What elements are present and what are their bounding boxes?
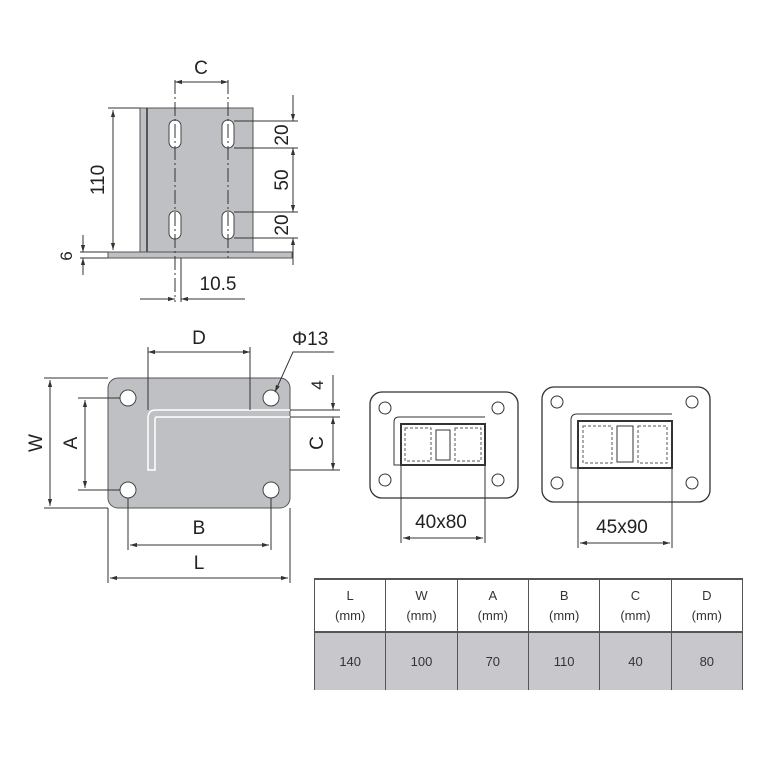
header-w: W(mm) (385, 579, 458, 632)
label-l: L (194, 553, 205, 574)
label-b: B (193, 518, 206, 539)
plan-view: D Φ13 4 C W A B L (26, 328, 340, 583)
mounting-holes (119, 389, 280, 499)
header-b: B(mm) (527, 579, 601, 632)
label-c-plan: C (307, 436, 328, 450)
cell-w: 100 (385, 632, 458, 690)
cell-d: 80 (670, 632, 744, 690)
table-header-row: L(mm) W(mm) A(mm) B(mm) C(mm) D(mm) (313, 579, 744, 632)
offset-10-5: 10.5 (200, 274, 237, 295)
header-c: C(mm) (599, 579, 672, 632)
dimension-table: L(mm) W(mm) A(mm) B(mm) C(mm) D(mm) 140 … (313, 578, 744, 690)
cell-a: 70 (456, 632, 529, 690)
header-d: D(mm) (670, 579, 744, 632)
label-d: D (192, 328, 206, 349)
profile-label-40x80: 40x80 (415, 512, 467, 533)
table-row: 140 100 70 110 40 80 (313, 632, 744, 690)
vertical-plate (139, 107, 254, 253)
hole-diameter: Φ13 (292, 329, 328, 350)
profile-label-45x90: 45x90 (596, 517, 648, 538)
side-view: C 110 6 10.5 20 50 20 (57, 58, 298, 302)
label-a: A (61, 436, 82, 449)
cell-b: 110 (527, 632, 601, 690)
dim-4: 4 (308, 380, 327, 389)
label-c: C (194, 58, 208, 79)
thickness-6: 6 (57, 251, 76, 260)
label-w: W (26, 434, 47, 452)
dim-top-20: 20 (272, 124, 293, 145)
dim-middle-50: 50 (272, 169, 293, 190)
cell-c: 40 (599, 632, 672, 690)
profile-40x80-plate: 40x80 (369, 391, 519, 543)
profile-45x90-plate: 45x90 (541, 386, 711, 548)
cell-l: 140 (313, 632, 387, 690)
dim-bottom-20: 20 (272, 214, 293, 235)
height-110: 110 (88, 165, 109, 195)
header-a: A(mm) (456, 579, 529, 632)
header-l: L(mm) (313, 579, 387, 632)
base-plate (107, 251, 293, 259)
